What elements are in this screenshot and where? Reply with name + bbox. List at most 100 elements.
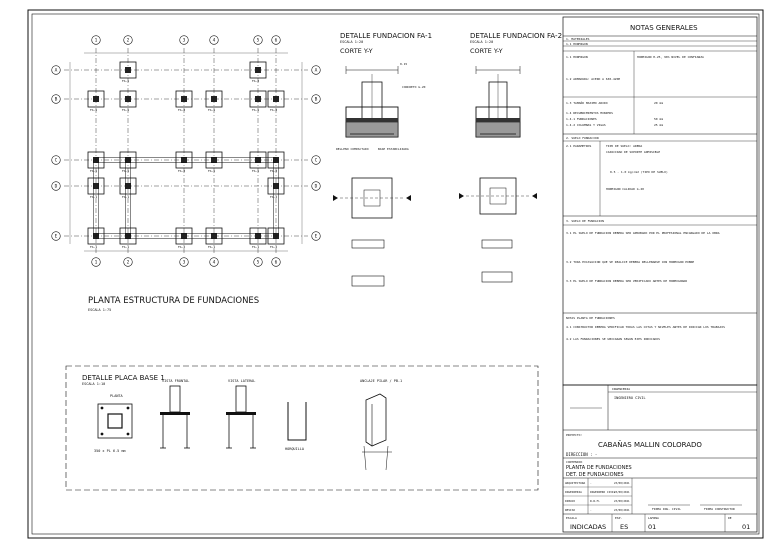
notes-val3: 50 mm	[654, 117, 663, 121]
footing-pier	[93, 183, 99, 189]
footing-label: FA-1	[122, 245, 129, 249]
grid-col-label: 6	[275, 260, 278, 266]
tb-row-date: 23/08/2021	[614, 499, 630, 503]
grid-bubble	[253, 35, 263, 45]
grid-bubble	[179, 257, 189, 267]
footing	[249, 61, 267, 79]
detail-fa1: DETALLE FUNDACION FA-1 ESCALA 1:20 CORTE…	[333, 32, 432, 287]
footing-label: FA-1	[208, 108, 215, 112]
tb-contenido1: PLANTA DE FUNDACIONES	[566, 465, 632, 471]
grid-bubble	[51, 94, 61, 104]
grid-bubble	[271, 257, 281, 267]
notes-val1: HORMIGON H-25, 90% NIVEL DE CONFIANZA	[637, 55, 704, 59]
footing-pier	[255, 96, 261, 102]
footing-pier	[273, 96, 279, 102]
detail-fa2: DETALLE FUNDACION FA-2 ESCALA 1:20 CORTE…	[459, 32, 562, 283]
tb-escala-label: ESCALA	[566, 516, 577, 520]
notes-sec1b: 1.2 ARMADURA: ACERO A 630-420H	[566, 77, 620, 81]
footing-label: FA-2	[178, 245, 185, 249]
grid-bubble	[311, 94, 321, 104]
placa-view-anclaje: ANCLAJE PILAR / PB-1	[360, 379, 402, 383]
footing-label: FA-2	[178, 169, 185, 173]
grid-row-label: C	[55, 158, 58, 164]
grid-row-label: D	[315, 184, 318, 190]
tb-lam: 01	[648, 523, 656, 531]
tb-row-date: 23/08/2021	[614, 490, 630, 494]
notes-sec4t1: 4.1 CONSTRUCTOR DEBERA VERIFICAR TODAS L…	[566, 325, 725, 329]
grid-col-label: 5	[257, 38, 260, 44]
footing	[267, 177, 285, 195]
notes-sec1c: 1.3 TAMAÑO MAXIMO ARIDO	[566, 100, 608, 105]
footing-label: FA-2	[178, 108, 185, 112]
grid-col-label: 3	[183, 260, 186, 266]
detail-fa2-cut: CORTE Y-Y	[470, 47, 503, 55]
grid-row-label: A	[315, 68, 318, 74]
footing-pier	[255, 157, 261, 163]
notes-sec3t1: 3.1 EL SUELO DE FUNDACION DEBERA SER APR…	[566, 231, 720, 235]
notes-sec2v3: 0.5 - 1.0 kg/cm2 (TIPO DE SUELO)	[610, 170, 668, 174]
placa-view-frontal: VISTA FRONTAL	[162, 379, 189, 383]
footing	[87, 227, 105, 245]
foundation-beams	[93, 157, 279, 239]
footing-pier	[181, 96, 187, 102]
tb-row-date: 23/08/2021	[614, 508, 630, 512]
footing	[175, 151, 193, 169]
notes-sec2a: 2.1 PARAMETROS	[566, 144, 591, 148]
footing-label: FA-1	[252, 245, 259, 249]
grid-bubble	[91, 257, 101, 267]
grid-row-label: B	[315, 97, 318, 103]
footing	[175, 227, 193, 245]
tb-row-value: R.R.M.	[590, 499, 600, 503]
footing	[205, 90, 223, 108]
footing-pier	[255, 233, 261, 239]
footing	[87, 177, 105, 195]
detail-fa1-note-top: 0.15	[400, 62, 407, 66]
detail-placa-base: DETALLE PLACA BASE 1 ESCALA 1:10 PLANTA …	[65, 365, 539, 491]
tb-row-key: REVISO	[565, 508, 575, 512]
grid-col-label: 6	[275, 38, 278, 44]
grid-row-label: E	[55, 234, 58, 240]
notes-sec1d2: 1.4.2 COLUMNAS Y VIGAS	[566, 123, 606, 127]
footing	[249, 151, 267, 169]
grid-row-label: E	[315, 234, 318, 240]
detail-fa1-cut: CORTE Y-Y	[340, 47, 373, 55]
tb-firma1: FIRMA ING. CIVIL	[652, 507, 681, 511]
tb-firma2: FIRMA CONSTRUCTOR	[704, 507, 735, 511]
footing	[119, 90, 137, 108]
grid-col-label: 4	[213, 38, 216, 44]
plan-scale: ESCALA 1:75	[88, 308, 111, 312]
grid-bubble	[51, 231, 61, 241]
footing-pier	[211, 157, 217, 163]
grid-bubble	[311, 65, 321, 75]
placa-plate-spec: 350 x PL 6.5 mm	[94, 449, 126, 453]
notes-val2: 20 mm	[654, 101, 663, 105]
grid-bubble	[179, 35, 189, 45]
detail-fa1-note-base: BASE ESTABILIZADA	[378, 147, 409, 151]
tb-row-value: -	[590, 508, 592, 512]
grid-col-label: 5	[257, 260, 260, 266]
grid-bubble	[123, 35, 133, 45]
footing-label: FA-1	[252, 108, 259, 112]
grid-bubble	[123, 257, 133, 267]
grid-bubble	[271, 35, 281, 45]
general-notes-panel: NOTAS GENERALES 1. MATERIALES 1.1 HORMIG…	[562, 16, 758, 386]
footing-label: FA-1	[122, 108, 129, 112]
tb-proyecto-label: PROYECTO:	[566, 433, 582, 437]
foundation-beam	[93, 159, 99, 237]
tb-row-key: ARQUITECTURA	[565, 481, 586, 485]
footing	[87, 151, 105, 169]
footing	[205, 151, 223, 169]
tb-lam-label: LAMINA	[648, 516, 659, 520]
footing	[205, 227, 223, 245]
footing	[119, 177, 137, 195]
grid-col-label: 2	[127, 38, 130, 44]
tb-contenido2: DET. DE FUNDACIONES	[566, 472, 624, 478]
tb-de-label: DE	[728, 516, 732, 520]
placa-view-lateral: VISTA LATERAL	[228, 379, 255, 383]
notes-sec1d: 1.4 RECUBRIMIENTOS MINIMOS	[566, 111, 613, 115]
title-block: INGENIERIA INGENIERO CIVIL PROYECTO: CAB…	[562, 384, 758, 533]
notes-sec1a-label: 1.1 HORMIGON	[566, 55, 588, 59]
